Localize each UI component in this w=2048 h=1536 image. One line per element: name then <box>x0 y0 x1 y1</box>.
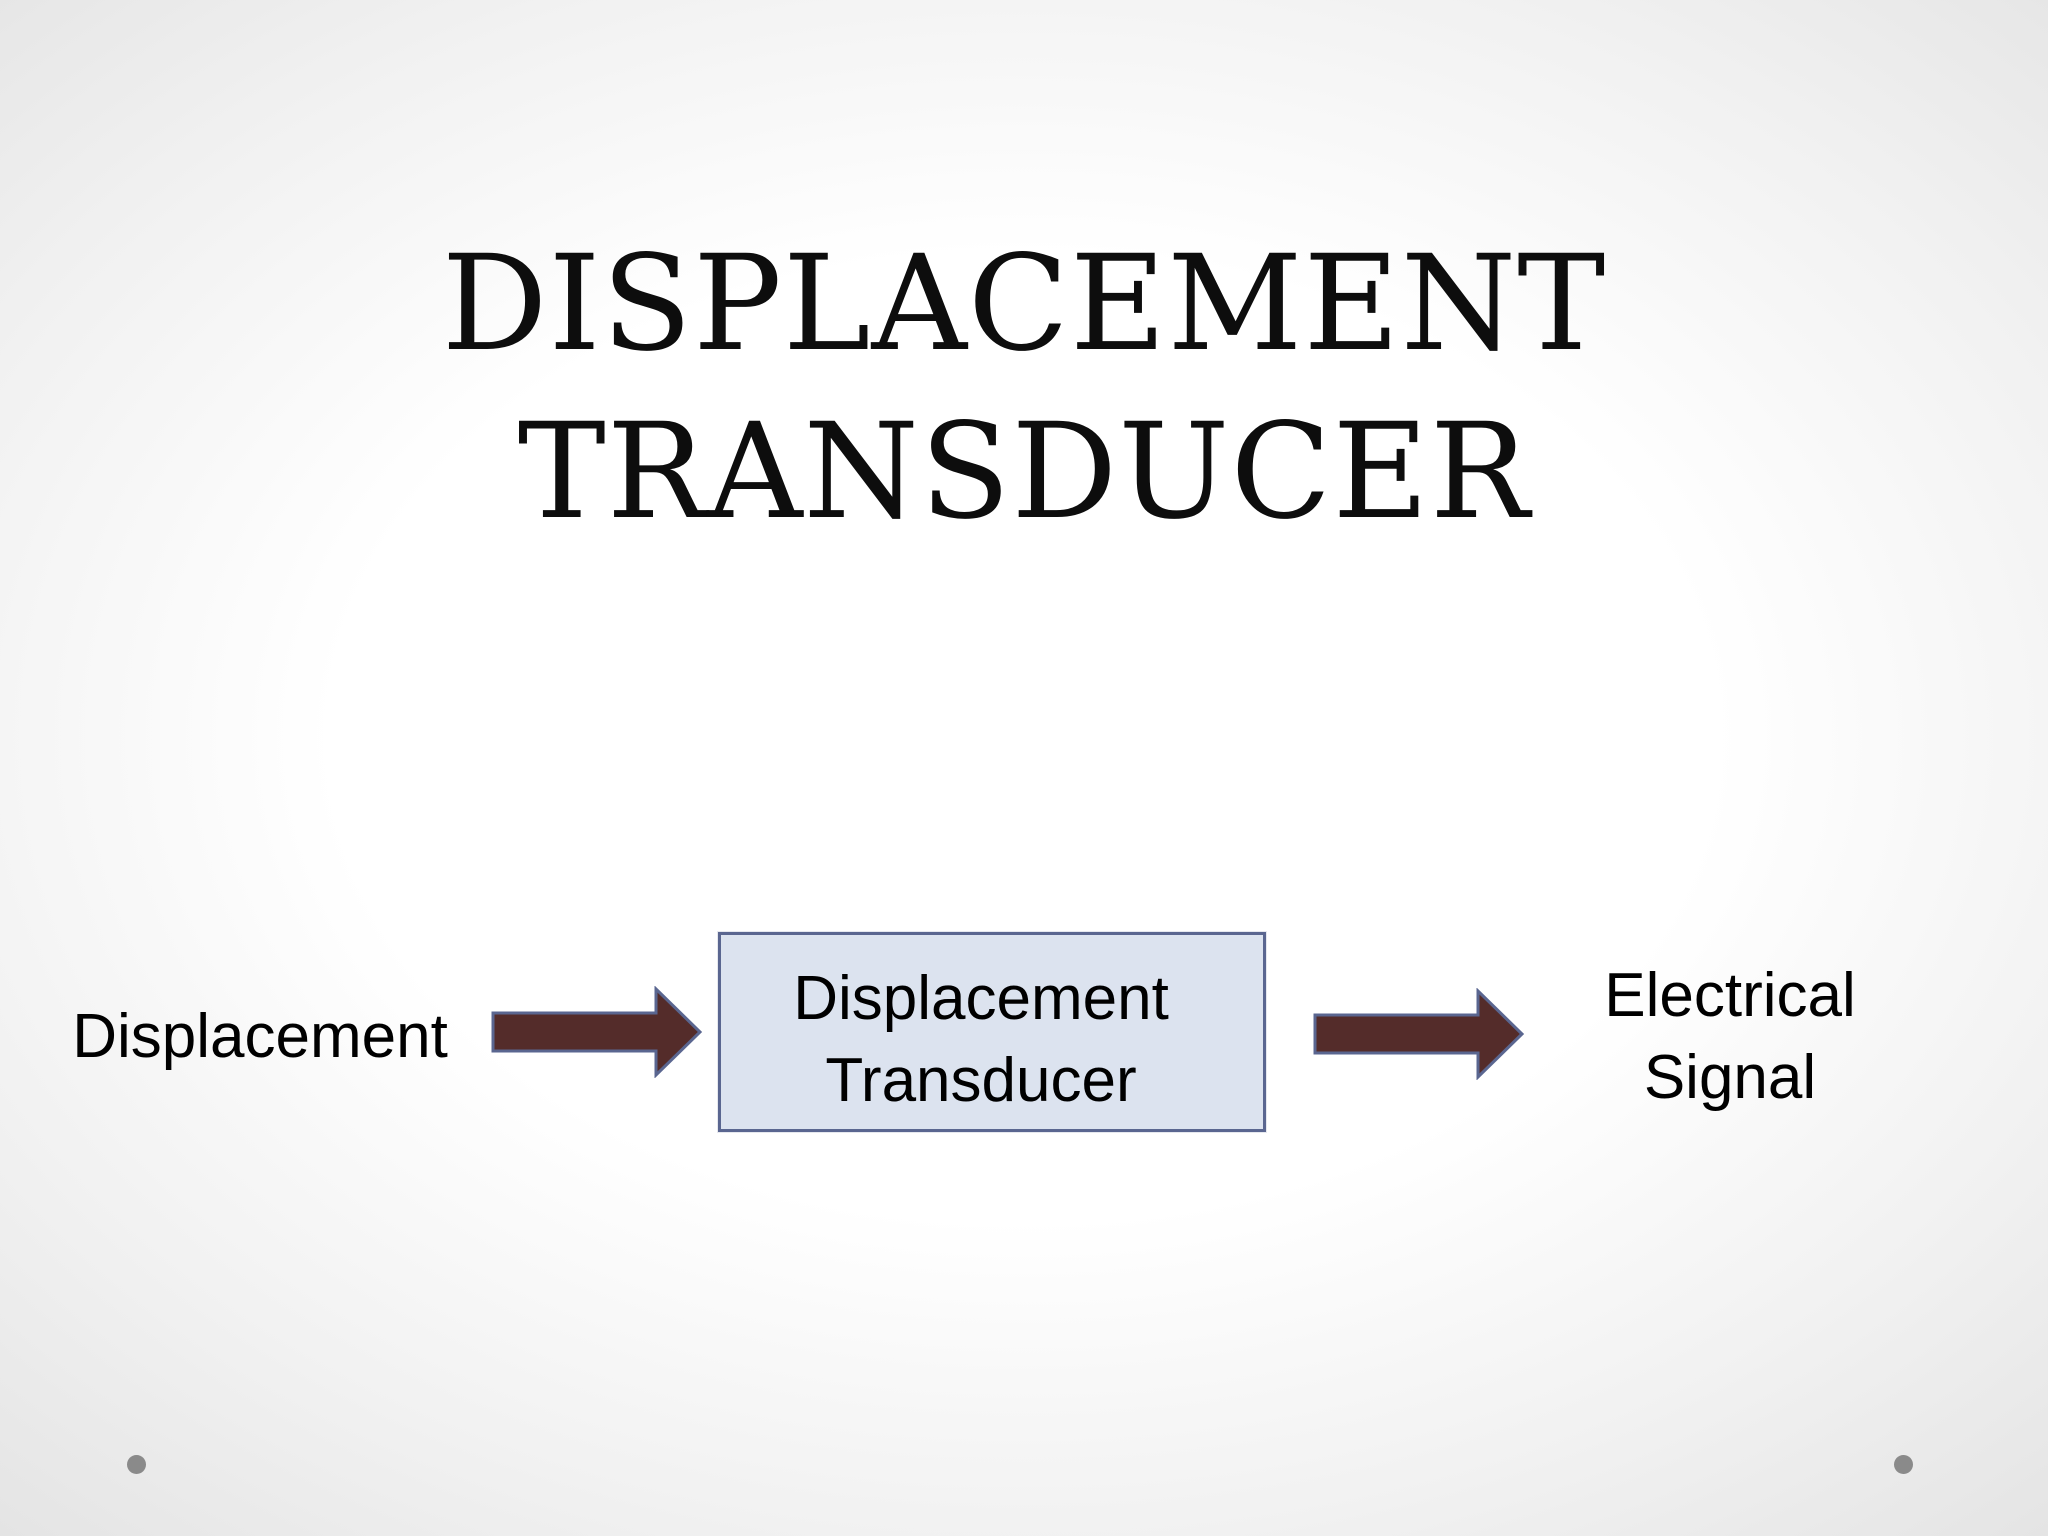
title-line-2: TRANSDUCER <box>517 395 1531 549</box>
output-arrow-shape <box>1313 988 1525 1080</box>
input-arrow <box>491 986 703 1078</box>
output-label: Electrical Signal <box>1530 955 1930 1119</box>
transducer-block-label: Displacement Transducer <box>721 958 1241 1122</box>
bullet-dot-left <box>127 1455 146 1474</box>
transducer-block-line-1: Displacement <box>793 964 1169 1033</box>
input-arrow-shape <box>491 986 703 1078</box>
input-label-text: Displacement <box>72 1002 448 1071</box>
title-line-1: DISPLACEMENT <box>441 227 1607 381</box>
transducer-block-line-2: Transducer <box>825 1046 1137 1115</box>
output-label-line-1: Electrical <box>1604 961 1856 1030</box>
output-arrow <box>1313 988 1525 1080</box>
slide-title: DISPLACEMENT TRANSDUCER <box>0 220 2048 556</box>
transducer-block: Displacement Transducer <box>718 932 1266 1132</box>
output-label-line-2: Signal <box>1643 1043 1817 1112</box>
bullet-dot-right <box>1894 1455 1913 1474</box>
input-label: Displacement <box>40 996 480 1078</box>
